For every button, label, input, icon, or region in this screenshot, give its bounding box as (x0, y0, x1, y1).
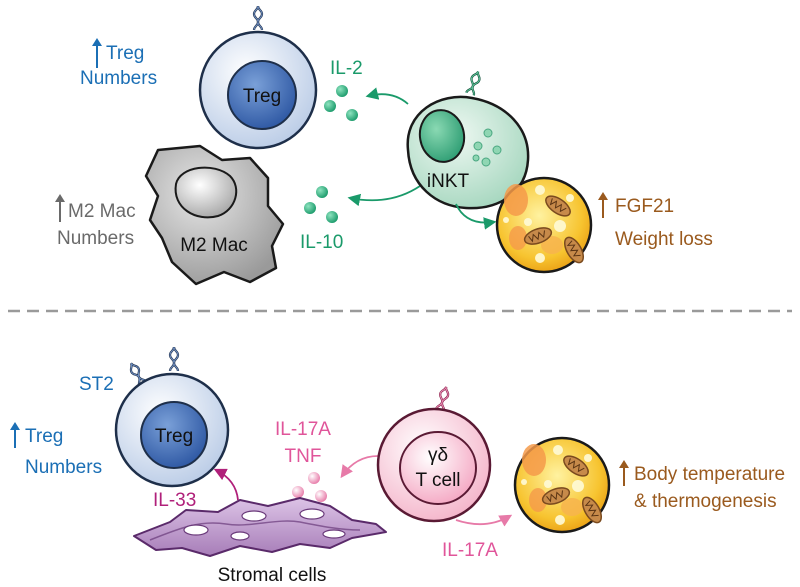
il17a-tnf-line1: IL-17A (275, 419, 331, 440)
il10-label: IL-10 (300, 232, 343, 253)
il2-arrow (365, 87, 409, 105)
adipocyte-top (495, 176, 593, 274)
il2-cytokine-dots (324, 85, 358, 121)
stromal-label: Stromal cells (218, 565, 327, 586)
gd-t-cell: γδ T cell (376, 384, 492, 523)
treg-cell-top: Treg (198, 4, 318, 150)
il17a-tnf-cytokine-dots (292, 472, 327, 502)
adipocyte-effect-line2-bottom: & thermogenesis (634, 491, 777, 512)
up-arrow-icon (55, 194, 65, 222)
adipocyte-effect-bottom: Body temperature & thermogenesis (619, 460, 785, 512)
treg-effect-line1-bottom: Treg (25, 426, 63, 447)
il17a-label: IL-17A (442, 540, 498, 561)
il17a-tnf-line2: TNF (285, 446, 322, 467)
treg-effect-line1: Treg (106, 43, 144, 64)
adipocyte-effect-line2: Weight loss (615, 229, 713, 250)
gd-to-adipocyte-arrow (455, 514, 513, 527)
gd-cell-line2: T cell (415, 470, 460, 491)
granule-dots-icon (472, 128, 502, 167)
treg-cell-label: Treg (243, 86, 281, 107)
treg-cell-label-bottom: Treg (155, 426, 193, 447)
adipocyte-effect-line1-bottom: Body temperature (634, 464, 785, 485)
il10-arrow (347, 185, 421, 207)
tcr-receptor-icon (252, 4, 264, 32)
tcr-receptor-icon (168, 345, 180, 373)
il10-cytokine-dots (304, 186, 338, 223)
treg-effect-line2-bottom: Numbers (25, 457, 102, 478)
up-arrow-icon (10, 422, 20, 448)
il33-label: IL-33 (153, 490, 196, 511)
up-arrow-icon (598, 192, 608, 218)
adipocyte-effect-line1: FGF21 (615, 196, 674, 217)
treg-effect-top: Treg Numbers (80, 38, 157, 89)
inkt-cell-label: iNKT (427, 171, 470, 192)
m2-effect-line1: M2 Mac (68, 201, 136, 222)
treg-effect-bottom: Treg Numbers (10, 422, 102, 478)
m2-effect: M2 Mac Numbers (55, 194, 136, 249)
m2-cell-label: M2 Mac (180, 235, 248, 256)
tcr-receptor-icon (465, 68, 484, 97)
m2-macrophage-cell: M2 Mac (144, 144, 285, 286)
il2-label: IL-2 (330, 58, 363, 79)
adipocyte-effect-top: FGF21 Weight loss (598, 192, 713, 250)
treg-effect-line2: Numbers (80, 68, 157, 89)
treg-cell-bottom: Treg (114, 345, 230, 488)
m2-effect-line2: Numbers (57, 228, 134, 249)
tcr-receptor-icon (435, 384, 452, 413)
gd-cell-line1: γδ (428, 445, 448, 466)
up-arrow-icon (92, 38, 102, 68)
adipocyte-bottom (513, 436, 611, 534)
inkt-to-adipocyte-arrow (455, 203, 497, 230)
il33-arrow (213, 468, 239, 501)
stromal-cells (133, 497, 387, 557)
st2-label: ST2 (79, 374, 114, 395)
il17a-tnf-arrow (340, 455, 379, 479)
up-arrow-icon (619, 460, 629, 486)
inkt-cell: iNKT (406, 68, 530, 210)
